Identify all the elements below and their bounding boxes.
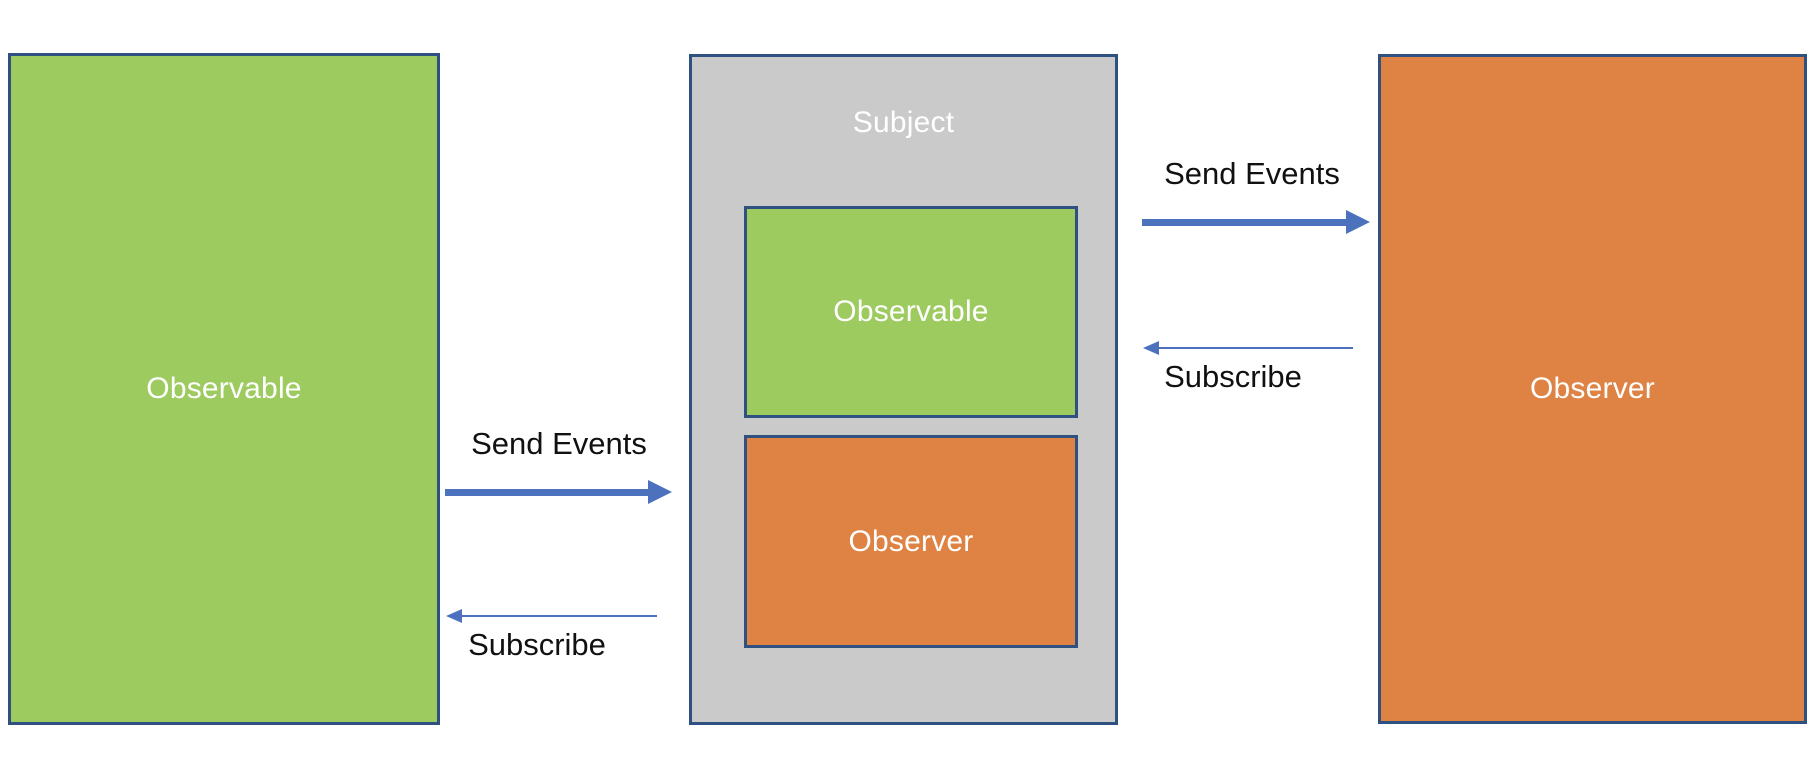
arrow-shaft xyxy=(1159,347,1353,349)
subscribe-label-left: Subscribe xyxy=(468,627,606,662)
send-events-label-right: Send Events xyxy=(1164,156,1340,191)
arrowhead-right-icon xyxy=(1346,210,1370,234)
subject-label: Subject xyxy=(852,106,955,139)
arrowhead-right-icon xyxy=(648,480,672,504)
subject-inner-observer-label: Observer xyxy=(848,524,974,558)
observable-source-box: Observable xyxy=(8,53,440,725)
subscribe-label-right: Subscribe xyxy=(1164,359,1302,394)
send-events-label-left: Send Events xyxy=(471,426,647,461)
subject-inner-observer-box: Observer xyxy=(744,435,1078,648)
arrowhead-left-icon xyxy=(1143,341,1159,355)
subject-inner-observable-box: Observable xyxy=(744,206,1078,418)
send-events-arrow-left-icon xyxy=(445,480,672,504)
subscribe-arrow-left-icon xyxy=(446,609,657,623)
observer-box: Observer xyxy=(1378,54,1807,724)
arrowhead-left-icon xyxy=(446,609,462,623)
arrow-shaft xyxy=(445,488,648,496)
subject-inner-observable-label: Observable xyxy=(833,295,989,328)
observer-label: Observer xyxy=(1530,372,1655,405)
arrow-shaft xyxy=(1142,218,1346,226)
arrow-shaft xyxy=(462,615,657,617)
subject-box: Subject Observable Observer xyxy=(689,54,1118,725)
subscribe-arrow-right-icon xyxy=(1143,341,1353,355)
send-events-arrow-right-icon xyxy=(1142,210,1370,234)
observable-source-label: Observable xyxy=(146,372,302,405)
